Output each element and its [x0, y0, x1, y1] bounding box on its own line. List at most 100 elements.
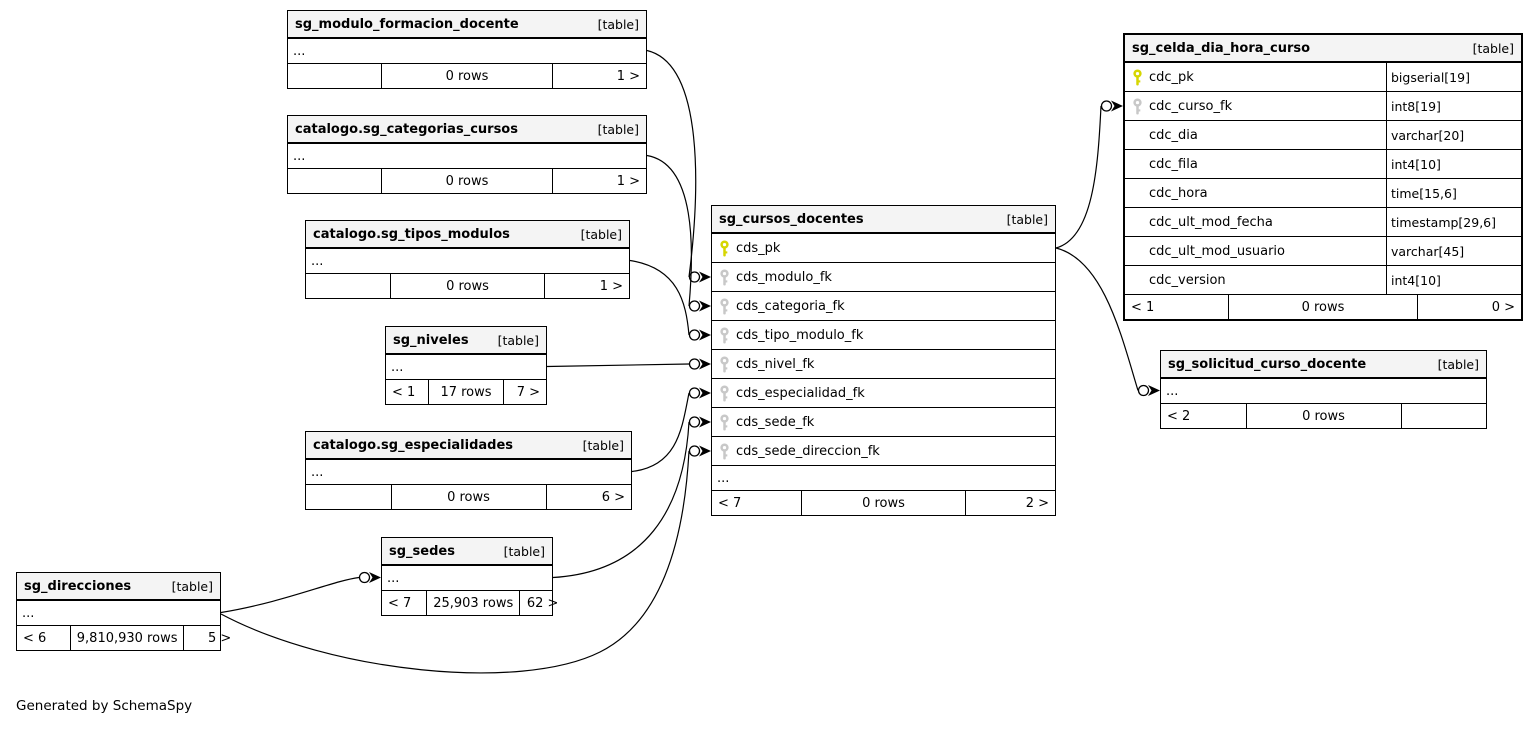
column-name: cdc_dia	[1149, 127, 1198, 143]
column-row-cds_pk: cds_pk	[712, 233, 1055, 262]
table-catalogo_sg_categorias_cursos: catalogo.sg_categorias_cursos[table]...0…	[287, 115, 647, 194]
table-header-catalogo_sg_tipos_modulos[interactable]: catalogo.sg_tipos_modulos[table]	[306, 221, 629, 248]
rows-count: 25,903 rows	[426, 591, 521, 615]
column-name: cds_categoria_fk	[736, 298, 845, 314]
table-catalogo_sg_especialidades: catalogo.sg_especialidades[table]...0 ro…	[305, 431, 632, 510]
relationship-catalogo_sg_tipos_modulos-to-sg_cursos_docentes_cds_tipo_modulo_fk	[629, 259, 711, 341]
arrowhead-icon	[699, 300, 711, 312]
foreign-key-icon	[1125, 97, 1149, 115]
table-sg_cursos_docentes: sg_cursos_docentes [table] cds_pk cds_modul…	[711, 205, 1056, 516]
children-count: 1 >	[616, 173, 640, 189]
table-header-sg_sedes[interactable]: sg_sedes[table]	[382, 538, 552, 565]
children-count: 62 >	[526, 595, 559, 611]
column-name: cdc_fila	[1149, 156, 1198, 172]
relationship-line	[1055, 105, 1102, 249]
table-header-sg_niveles[interactable]: sg_niveles[table]	[386, 327, 546, 354]
hidden-columns-ellipsis: ...	[382, 565, 552, 590]
hidden-columns-ellipsis: ...	[288, 143, 646, 168]
children-count: 0 >	[1491, 299, 1515, 315]
column-row-cdc_hora: cdc_hora time[15,6]	[1125, 178, 1521, 207]
table-sg_modulo_formacion_docente: sg_modulo_formacion_docente[table]...0 r…	[287, 10, 647, 89]
cardinality-circle-icon	[1137, 384, 1150, 397]
cardinality-circle-icon	[358, 571, 371, 584]
column-name: cdc_pk	[1149, 69, 1194, 85]
column-type: time[15,6]	[1386, 179, 1521, 207]
parents-count	[288, 169, 381, 193]
column-name: cdc_version	[1149, 272, 1226, 288]
column-name: cdc_hora	[1149, 185, 1208, 201]
column-row-cds_sede_direccion_fk: cds_sede_direccion_fk	[712, 436, 1055, 465]
relationship-line	[1055, 247, 1139, 391]
table-name: sg_niveles	[393, 332, 469, 348]
table-name: sg_cursos_docentes	[719, 211, 864, 227]
arrowhead-icon	[699, 358, 711, 370]
table-header-sg_cursos_docentes[interactable]: sg_cursos_docentes [table]	[712, 206, 1055, 233]
arrowhead-icon	[369, 572, 381, 583]
cardinality-circle-icon	[688, 445, 701, 457]
relationship-sg_sedes-to-sg_cursos_docentes_cds_sede_fk	[552, 416, 711, 579]
hidden-columns-ellipsis: ...	[386, 354, 546, 379]
table-type-tag: [table]	[1006, 211, 1048, 227]
rows-count: 0 rows	[801, 491, 966, 515]
column-row-cds_nivel_fk: cds_nivel_fk	[712, 349, 1055, 378]
foreign-key-icon	[712, 326, 736, 344]
children-count: 5 >	[207, 630, 232, 646]
relationship-catalogo_sg_categorias_cursos-to-sg_cursos_docentes_cds_categoria_fk	[646, 154, 711, 312]
table-header-sg_celda_dia_hora_curso[interactable]: sg_celda_dia_hora_curso[table]	[1125, 35, 1521, 62]
children-count	[1402, 404, 1487, 428]
cardinality-circle-icon	[688, 387, 701, 399]
arrowhead-icon	[699, 445, 711, 457]
table-header-sg_solicitud_curso_docente[interactable]: sg_solicitud_curso_docente[table]	[1161, 351, 1486, 378]
relationship-catalogo_sg_especialidades-to-sg_cursos_docentes_cds_especialidad_fk	[631, 387, 711, 473]
column-row-cds_modulo_fk: cds_modulo_fk	[712, 262, 1055, 291]
column-row-cds_categoria_fk: cds_categoria_fk	[712, 291, 1055, 320]
hidden-columns-ellipsis: ...	[712, 465, 1055, 490]
primary-key-icon	[1125, 68, 1149, 86]
column-row-cds_especialidad_fk: cds_especialidad_fk	[712, 378, 1055, 407]
relationship-line	[629, 259, 690, 336]
table-type-tag: [table]	[503, 543, 545, 559]
rows-count: 0 rows	[390, 485, 547, 509]
relationship-line	[646, 49, 697, 278]
relationship-line	[220, 450, 690, 674]
cardinality-circle-icon	[688, 271, 701, 283]
hidden-columns-ellipsis: ...	[306, 459, 631, 484]
parents-count: < 1	[1131, 299, 1155, 315]
table-header-sg_modulo_formacion_docente[interactable]: sg_modulo_formacion_docente[table]	[288, 11, 646, 38]
column-name: cds_tipo_modulo_fk	[736, 327, 864, 343]
table-header-catalogo_sg_especialidades[interactable]: catalogo.sg_especialidades[table]	[306, 432, 631, 459]
table-header-sg_direcciones[interactable]: sg_direcciones[table]	[17, 573, 220, 600]
relationship-sg_direcciones-to-sg_sedes	[220, 571, 381, 614]
arrowhead-icon	[699, 416, 711, 428]
relationship-line	[546, 363, 690, 368]
column-type: varchar[45]	[1386, 237, 1521, 265]
foreign-key-icon	[712, 297, 736, 315]
relationship-sg_niveles-to-sg_cursos_docentes_cds_nivel_fk	[546, 358, 711, 370]
rows-count: 0 rows	[389, 274, 546, 298]
hidden-columns-ellipsis: ...	[17, 600, 220, 625]
children-count: 2 >	[1025, 495, 1049, 511]
column-name: cds_modulo_fk	[736, 269, 832, 285]
column-name: cds_nivel_fk	[736, 356, 815, 372]
table-header-catalogo_sg_categorias_cursos[interactable]: catalogo.sg_categorias_cursos[table]	[288, 116, 646, 143]
table-name: sg_direcciones	[24, 578, 132, 594]
parents-count: < 2	[1167, 408, 1191, 424]
arrowhead-icon	[699, 329, 711, 341]
column-name: cdc_ult_mod_usuario	[1149, 243, 1285, 259]
relationship-line	[631, 392, 690, 473]
generator-credit: Generated by SchemaSpy	[16, 698, 193, 714]
parents-count	[288, 64, 381, 88]
